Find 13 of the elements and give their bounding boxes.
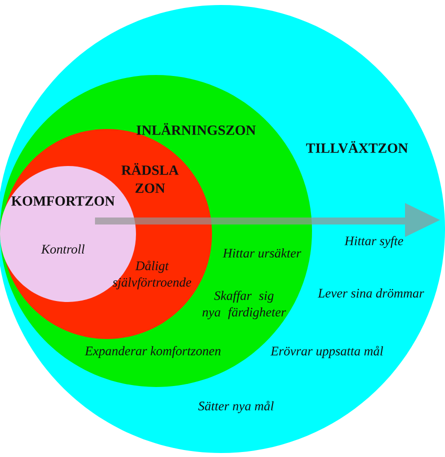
trait-text: Kontroll — [41, 244, 84, 254]
trait-text: Erövrar uppsatta mål — [270, 346, 384, 358]
zone-heading: KOMFORTZON — [11, 196, 115, 206]
trait-text: Sätter nya mål — [198, 400, 274, 414]
zone-heading: INLÄRNINGSZON — [136, 123, 256, 135]
zone-heading: TILLVÄXTZON — [306, 141, 408, 153]
trait-text: Hittar syfte — [344, 236, 404, 248]
trait-text: Dåligt självförtroende — [112, 260, 192, 290]
trait-text: Expanderar komfortzonen — [84, 346, 221, 358]
zone-heading: RÄDSLA ZON — [121, 163, 179, 193]
trait-text: Hittar ursäkter — [222, 248, 302, 258]
trait-text: Lever sina drömmar — [318, 288, 424, 298]
trait-text: Skaffar sig nya färdigheter — [202, 290, 286, 320]
